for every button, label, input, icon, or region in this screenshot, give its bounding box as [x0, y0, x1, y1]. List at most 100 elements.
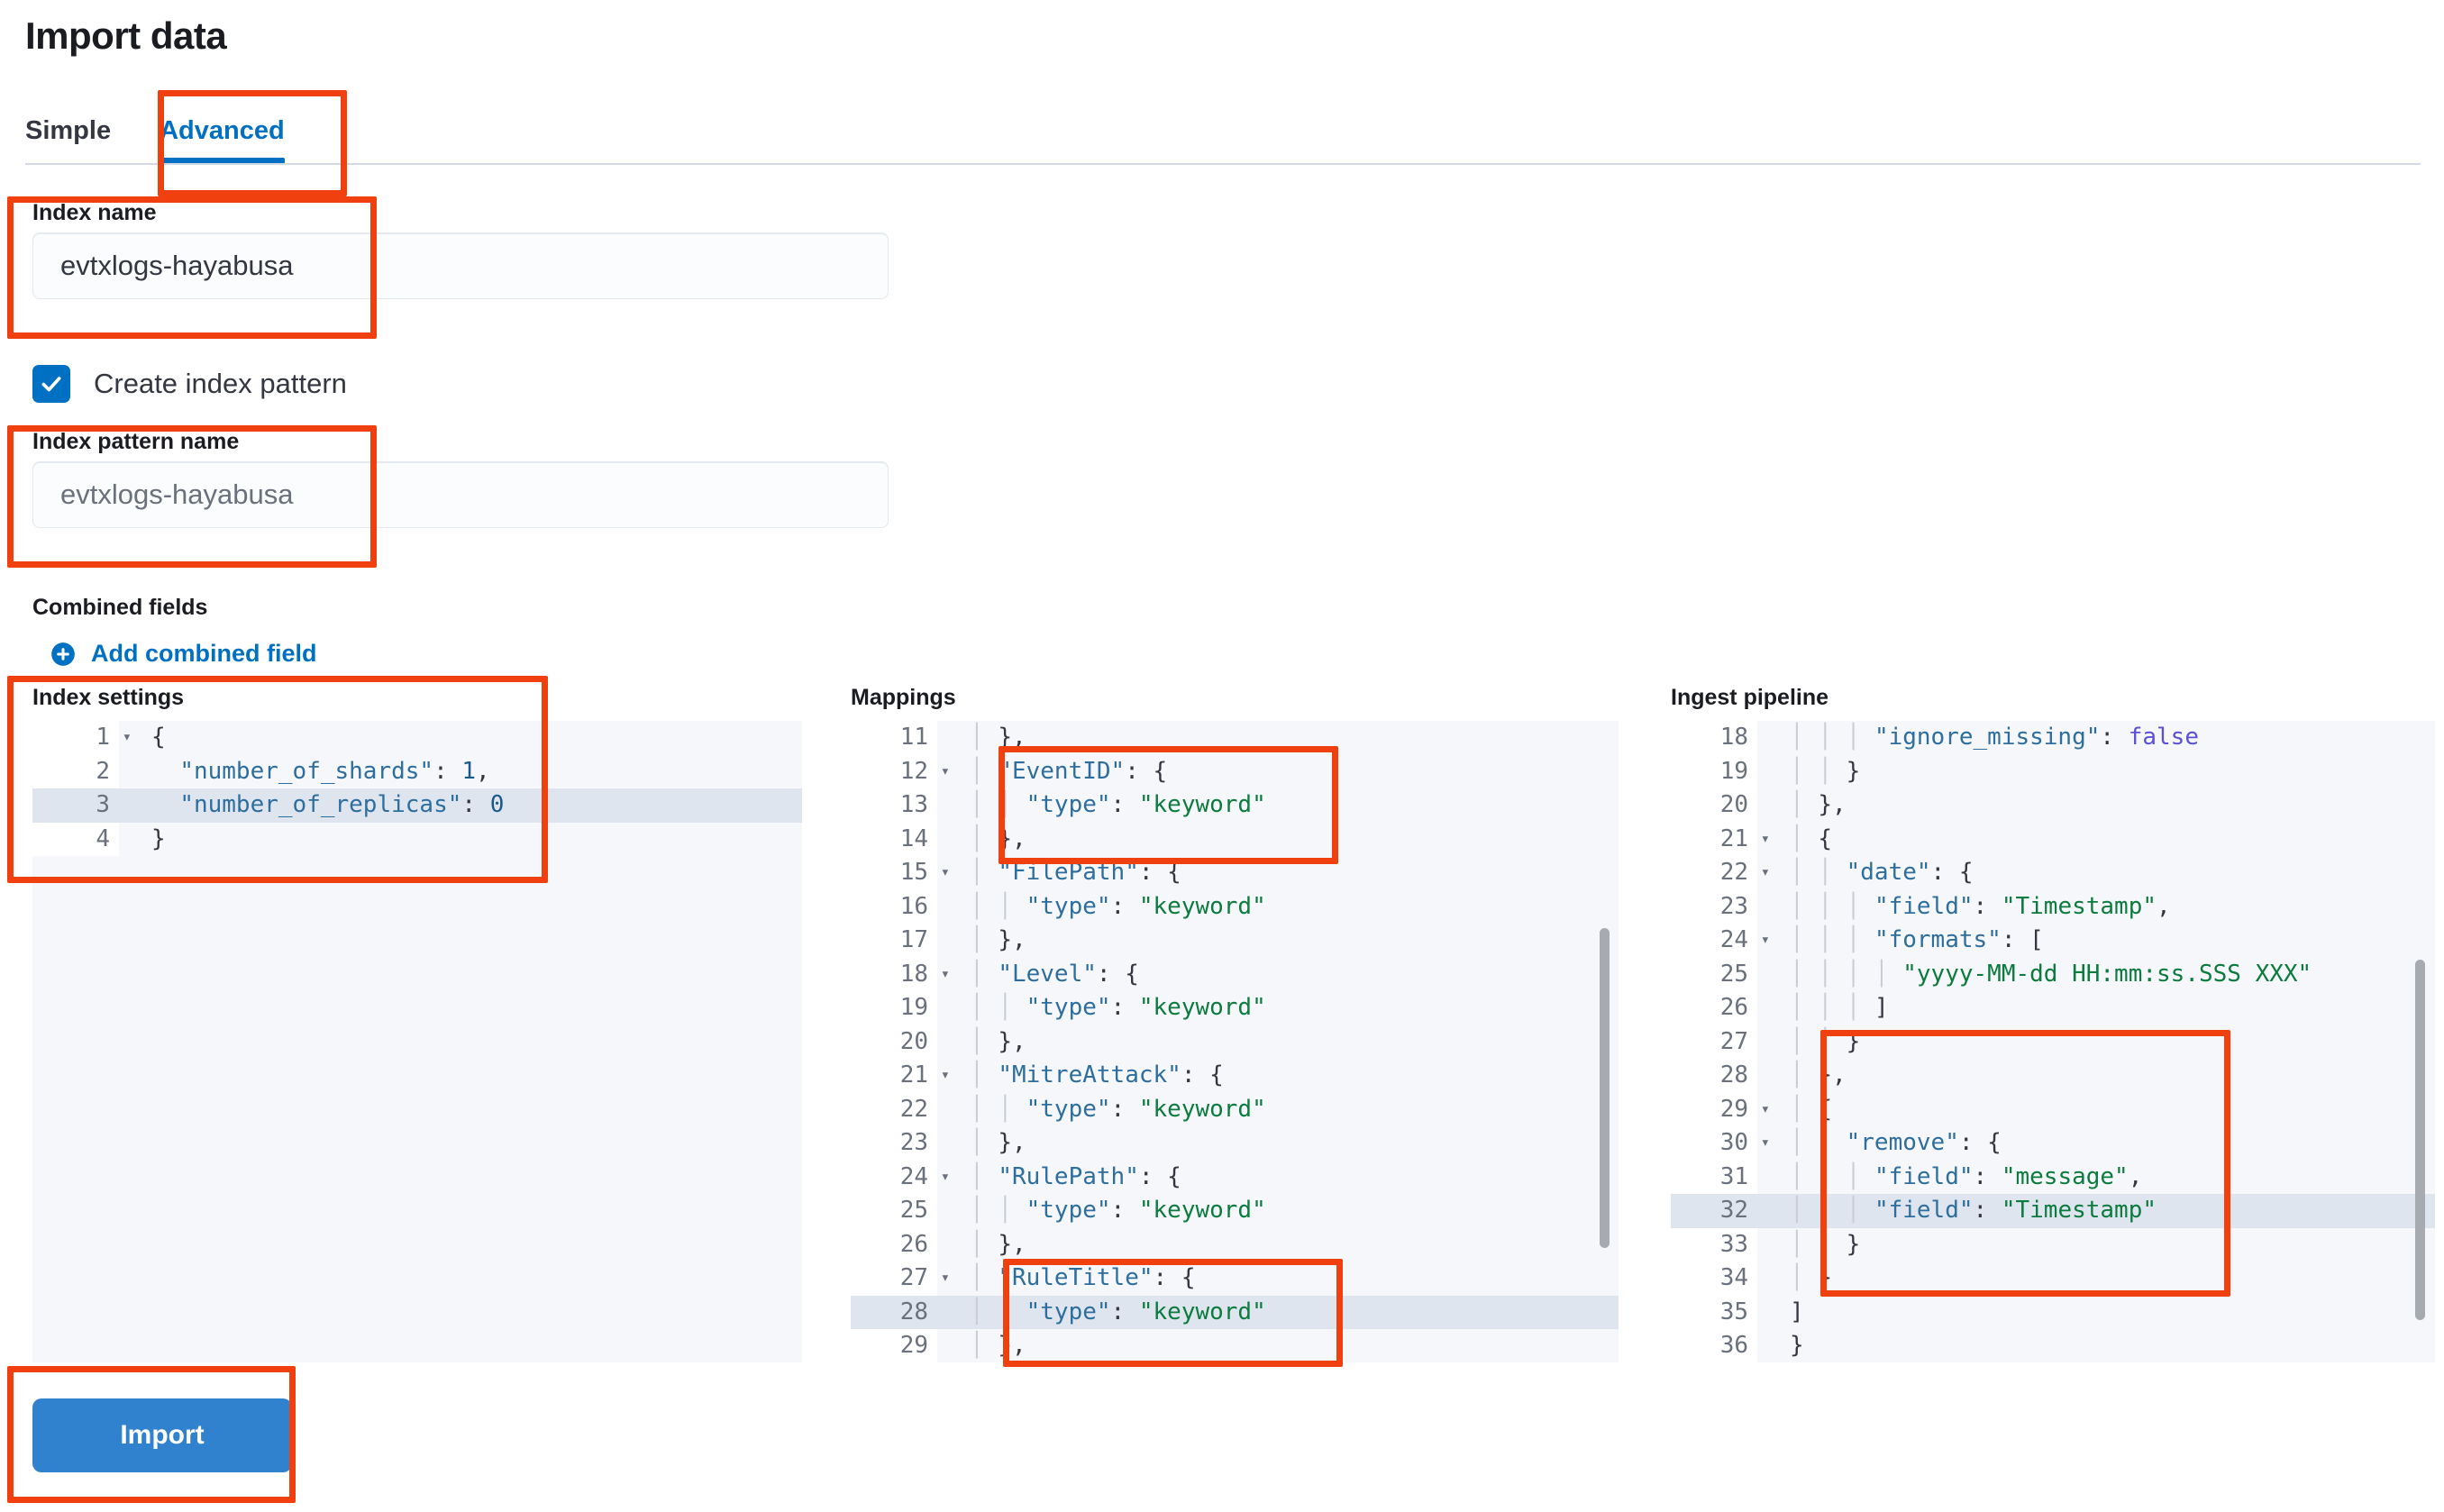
fold-arrow-icon[interactable]: ▾ [940, 1269, 950, 1287]
code-text: │ │ "type": "keyword" [970, 892, 1266, 920]
code-text: │ │ "type": "keyword" [970, 994, 1266, 1021]
code-line[interactable]: 2 "number_of_shards": 1, [32, 754, 802, 788]
code-line[interactable]: 15▾│ "FilePath": { [851, 856, 1619, 890]
code-text: │ }, [970, 1332, 1026, 1359]
code-line[interactable]: 29▾│ { [1671, 1092, 2435, 1126]
code-line[interactable]: 23│ │ │ "field": "Timestamp", [1671, 889, 2435, 924]
code-text: │ │ } [1790, 1027, 1861, 1055]
line-number: 27 [1671, 1025, 1757, 1059]
fold-arrow-icon[interactable]: ▾ [940, 863, 950, 881]
index-settings-editor[interactable]: 1▾{2 "number_of_shards": 1,3 "number_of_… [32, 721, 802, 1362]
code-line[interactable]: 4} [32, 822, 802, 856]
code-text: │ }, [1790, 1061, 1847, 1088]
code-line[interactable]: 27 │ │ } [1671, 1025, 2435, 1059]
code-line[interactable]: 25│ │ "type": "keyword" [851, 1194, 1619, 1228]
code-line[interactable]: 18│ │ │ "ignore_missing": false [1671, 721, 2435, 755]
code-text: │ "FilePath": { [970, 859, 1181, 886]
code-line[interactable]: 29 │ }, [851, 1329, 1619, 1362]
line-number: 22▾ [1671, 856, 1770, 890]
code-line[interactable]: 34 │ } [1671, 1262, 2435, 1296]
code-line[interactable]: 16│ │ "type": "keyword" [851, 889, 1619, 924]
code-line[interactable]: 35] [1671, 1295, 2435, 1329]
tab-simple[interactable]: Simple [25, 116, 112, 145]
code-line[interactable]: 24▾│ "RulePath": { [851, 1160, 1619, 1194]
code-text: │ │ "type": "keyword" [970, 791, 1266, 818]
code-line[interactable]: 13│ │ "type": "keyword" [851, 788, 1619, 823]
mappings-scrollbar[interactable] [1600, 928, 1610, 1248]
fold-arrow-icon[interactable]: ▾ [940, 761, 950, 780]
code-text: │ │ │ "formats": [ [1790, 926, 2044, 953]
code-line[interactable]: 33│ │ } [1671, 1227, 2435, 1262]
mappings-editor[interactable]: 11│ },12▾│ "EventID": {13│ │ "type": "ke… [851, 721, 1619, 1362]
code-line[interactable]: 22│ │ "type": "keyword" [851, 1092, 1619, 1126]
line-number: 33 [1671, 1227, 1757, 1262]
code-text: │ { [1790, 824, 1832, 852]
code-line[interactable]: 23│ }, [851, 1126, 1619, 1161]
add-combined-field-button[interactable]: Add combined field [50, 640, 317, 668]
combined-fields-label: Combined fields [32, 595, 208, 620]
code-line[interactable]: 21▾│ "MitreAttack": { [851, 1059, 1619, 1093]
code-text: │ │ "date": { [1790, 859, 1974, 886]
code-line[interactable]: 3 "number_of_replicas": 0 [32, 788, 802, 823]
fold-arrow-icon[interactable]: ▾ [1760, 1134, 1770, 1152]
code-line[interactable]: 11│ }, [851, 721, 1619, 755]
code-line[interactable]: 32│ │ │ "field": "Timestamp" [1671, 1194, 2435, 1228]
code-line[interactable]: 25│ │ │ │ "yyyy-MM-dd HH:mm:ss.SSS XXX" [1671, 957, 2435, 991]
code-text: │ }, [970, 1027, 1026, 1055]
line-number: 27▾ [851, 1262, 950, 1296]
fold-arrow-icon[interactable]: ▾ [122, 728, 132, 746]
code-line[interactable]: 18▾│ "Level": { [851, 957, 1619, 991]
code-line[interactable]: 14│ }, [851, 822, 1619, 856]
fold-arrow-icon[interactable]: ▾ [1760, 931, 1770, 949]
code-line[interactable]: 30▾│ │ "remove": { [1671, 1126, 2435, 1161]
line-number: 21▾ [1671, 822, 1770, 856]
code-line[interactable]: 21▾ │ { [1671, 822, 2435, 856]
code-line[interactable]: 12▾│ "EventID": { [851, 754, 1619, 788]
code-line[interactable]: 26│ }, [851, 1227, 1619, 1262]
code-line[interactable]: 20│ }, [1671, 788, 2435, 823]
line-number: 25 [851, 1194, 937, 1228]
ingest-pipeline-title: Ingest pipeline [1671, 685, 1829, 710]
tab-advanced[interactable]: Advanced [134, 118, 310, 164]
plus-circle-icon [50, 642, 76, 667]
line-number: 12▾ [851, 754, 950, 788]
fold-arrow-icon[interactable]: ▾ [1760, 863, 1770, 881]
fold-arrow-icon[interactable]: ▾ [940, 964, 950, 983]
index-name-input[interactable]: evtxlogs-hayabusa [32, 232, 889, 299]
index-pattern-name-input[interactable]: evtxlogs-hayabusa [32, 461, 889, 528]
line-number: 29 [851, 1329, 937, 1362]
code-line[interactable]: 17│ }, [851, 924, 1619, 958]
code-line[interactable]: 36} [1671, 1329, 2435, 1362]
code-line[interactable]: 28 │ }, [1671, 1059, 2435, 1093]
line-number: 25 [1671, 957, 1757, 991]
create-index-pattern-row[interactable]: Create index pattern [32, 365, 347, 403]
code-text: { [151, 724, 166, 751]
code-line[interactable]: 20│ }, [851, 1025, 1619, 1059]
code-line[interactable]: 28│ │ "type": "keyword" [851, 1295, 1619, 1329]
code-line[interactable]: 31│ │ │ "field": "message", [1671, 1160, 2435, 1194]
code-line[interactable]: 26│ │ │ ] [1671, 991, 2435, 1025]
code-line[interactable]: 1▾{ [32, 721, 802, 755]
line-number: 11 [851, 721, 937, 755]
fold-arrow-icon[interactable]: ▾ [1760, 829, 1770, 848]
code-line[interactable]: 24▾│ │ │ "formats": [ [1671, 924, 2435, 958]
code-line[interactable]: 27▾│ "RuleTitle": { [851, 1262, 1619, 1296]
fold-arrow-icon[interactable]: ▾ [940, 1167, 950, 1186]
line-number: 24▾ [851, 1160, 950, 1194]
line-number: 26 [851, 1227, 937, 1262]
fold-arrow-icon[interactable]: ▾ [1760, 1099, 1770, 1118]
code-line[interactable]: 19│ │ "type": "keyword" [851, 991, 1619, 1025]
code-line[interactable]: 19│ │ } [1671, 754, 2435, 788]
code-text: ] [1790, 1298, 1804, 1325]
line-number: 28 [1671, 1059, 1757, 1093]
line-number: 34 [1671, 1262, 1757, 1296]
fold-arrow-icon[interactable]: ▾ [940, 1066, 950, 1084]
import-button[interactable]: Import [32, 1398, 292, 1472]
ingest-pipeline-scrollbar[interactable] [2415, 960, 2425, 1320]
line-number: 23 [1671, 889, 1757, 924]
checkbox-checked-icon[interactable] [32, 365, 70, 403]
code-text: │ } [1790, 1264, 1832, 1291]
code-line[interactable]: 22▾ │ │ "date": { [1671, 856, 2435, 890]
